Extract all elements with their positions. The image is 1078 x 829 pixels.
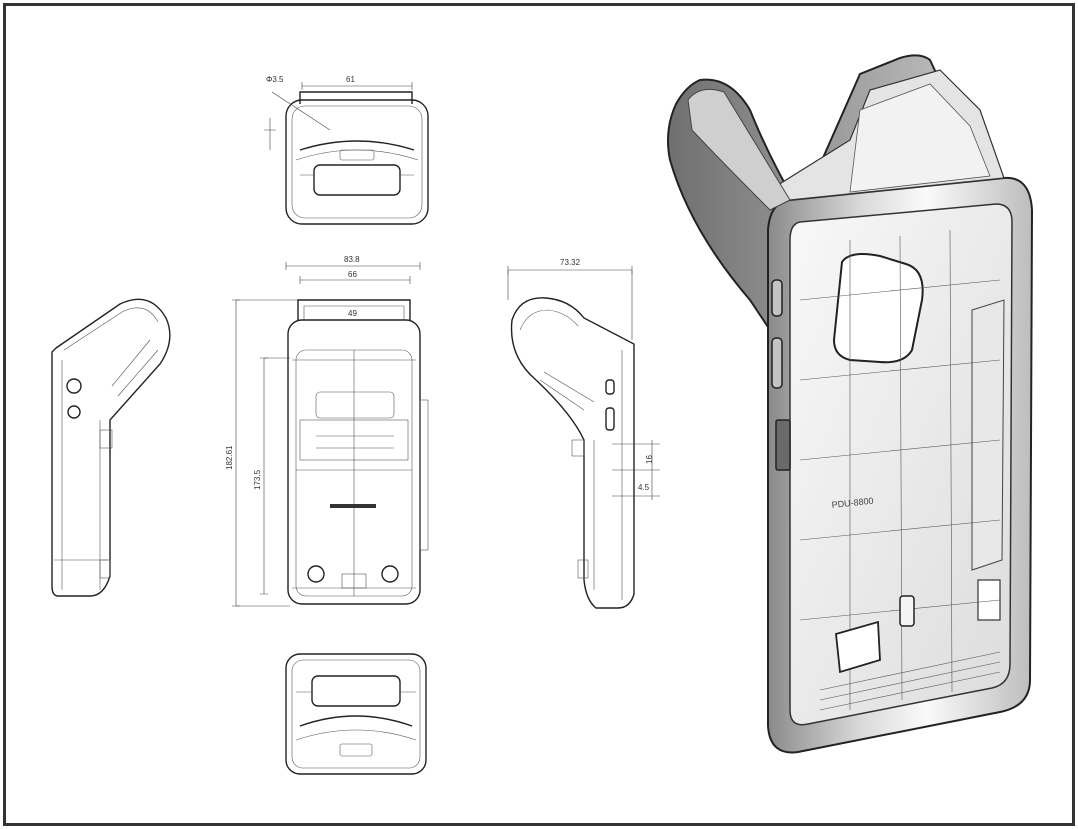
left-side-view bbox=[51, 298, 171, 597]
dim-top-width: 61 bbox=[346, 75, 355, 84]
dim-overall-width: 83.8 bbox=[344, 255, 360, 264]
engraved-model-label: PDU-8800 bbox=[831, 496, 874, 510]
dim-inner-height: 173.5 bbox=[253, 469, 262, 490]
top-view bbox=[264, 82, 429, 225]
dim-button-offset: 4.5 bbox=[638, 483, 650, 492]
dim-inner-width: 49 bbox=[348, 309, 357, 318]
bottom-view bbox=[285, 653, 427, 775]
right-side-view bbox=[507, 266, 660, 609]
render-3d-case bbox=[667, 54, 1034, 754]
front-view bbox=[232, 262, 429, 607]
dim-side-depth: 73.32 bbox=[560, 258, 581, 267]
dim-clip-width: 66 bbox=[348, 270, 357, 279]
dim-button-height: 16 bbox=[645, 455, 654, 464]
dim-overall-height: 182.61 bbox=[225, 445, 234, 470]
dim-hole-diameter: Φ3.5 bbox=[266, 75, 284, 84]
